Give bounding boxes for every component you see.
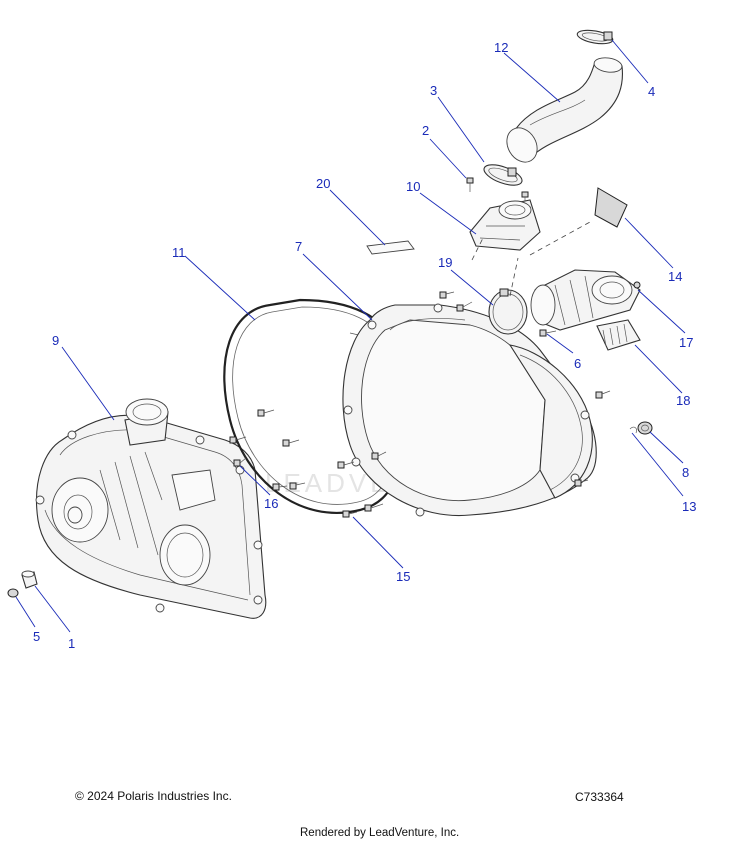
bracket-part-18 [596, 319, 641, 351]
bolt-set [229, 291, 611, 518]
bolt [439, 291, 455, 299]
bolt [233, 457, 247, 467]
bolt [257, 409, 275, 417]
bolt [289, 482, 306, 490]
callout-18: 18 [676, 393, 690, 408]
callout-4: 4 [648, 84, 655, 99]
rendered-by-text: Rendered by LeadVenture, Inc. [300, 827, 460, 839]
callout-11: 11 [172, 245, 186, 260]
callout-14: 14 [668, 269, 682, 284]
clamp-part-3 [483, 164, 523, 186]
bolt [456, 301, 473, 312]
intake-duct-hose [506, 57, 623, 163]
callout-16: 16 [264, 496, 278, 511]
bolt [272, 483, 288, 491]
grommet-part-8 [637, 421, 653, 435]
diagram-code: C733364 [575, 790, 624, 804]
bolt [595, 390, 611, 399]
callout-3: 3 [430, 83, 437, 98]
label-part-20 [366, 240, 415, 255]
clamp-part-19 [488, 288, 528, 335]
callout-12: 12 [494, 40, 508, 55]
callout-9: 9 [52, 333, 59, 348]
cap-part-1 [21, 570, 38, 589]
bolt [371, 451, 387, 460]
callouts: 1 2 3 4 5 6 7 8 9 10 11 12 13 14 15 16 1… [33, 40, 696, 651]
callout-13: 13 [682, 499, 696, 514]
callout-10: 10 [406, 179, 420, 194]
inner-clutch-cover [342, 303, 597, 517]
callout-20: 20 [316, 176, 330, 191]
bolt [342, 510, 358, 518]
bolt [574, 479, 589, 487]
callout-7: 7 [295, 239, 302, 254]
callout-17: 17 [679, 335, 693, 350]
callout-2: 2 [422, 123, 429, 138]
bolt [337, 461, 355, 469]
duct-adapter-part-10 [469, 199, 541, 251]
bolt [364, 503, 384, 512]
callout-19: 19 [438, 255, 452, 270]
callout-8: 8 [682, 465, 689, 480]
plug-part-5 [7, 588, 19, 598]
callout-5: 5 [33, 629, 40, 644]
callout-1: 1 [68, 636, 75, 651]
outer-clutch-cover [35, 398, 267, 619]
leader-lines [15, 39, 686, 633]
bolt [539, 329, 557, 337]
screw-part-2 [466, 177, 474, 192]
callout-15: 15 [396, 569, 410, 584]
exhaust-duct-part-17 [530, 269, 641, 331]
bolt [282, 439, 300, 447]
clamp-part-4 [576, 29, 614, 45]
copyright-text: © 2024 Polaris Industries Inc. [75, 789, 232, 803]
clip-part-13 [629, 426, 637, 434]
assembly-lines [471, 221, 591, 297]
bolt [229, 436, 247, 444]
callout-6: 6 [574, 356, 581, 371]
label-part-14 [594, 187, 628, 228]
